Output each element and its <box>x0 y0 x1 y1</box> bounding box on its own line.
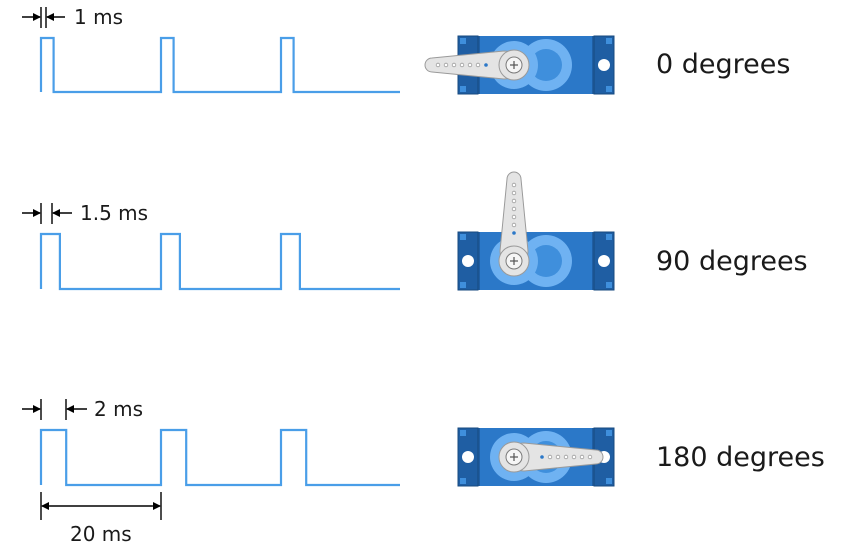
horn-hole <box>511 222 517 228</box>
period-dimension: 20 ms <box>40 492 162 545</box>
period-label: 20 ms <box>70 522 132 545</box>
horn-hole <box>547 454 553 460</box>
mount-notch <box>606 234 612 240</box>
pulse-width-label: 1.5 ms <box>80 201 148 225</box>
servo-horn <box>498 441 604 473</box>
mount-notch <box>460 478 466 484</box>
mount-notch <box>606 478 612 484</box>
horn-hole <box>511 198 517 204</box>
mount-notch <box>606 430 612 436</box>
servo-horn <box>424 49 530 81</box>
horn-hole <box>511 182 517 188</box>
pulse-width-dimension: 1.5 ms <box>22 201 148 225</box>
horn-hole <box>540 455 544 459</box>
mount-notch <box>460 430 466 436</box>
mount-notch <box>460 86 466 92</box>
row-180-deg: 2 ms 20 ms 180 degrees <box>22 397 825 545</box>
mount-hole-left <box>462 451 474 463</box>
mount-notch <box>460 282 466 288</box>
pwm-waveform <box>39 232 400 291</box>
pwm-waveform <box>39 428 400 487</box>
horn-hole <box>451 62 457 68</box>
mount-notch <box>606 86 612 92</box>
horn-hole <box>443 62 449 68</box>
mount-notch <box>460 234 466 240</box>
horn-hole <box>459 62 465 68</box>
servo-icon <box>424 35 615 95</box>
gear-housing-inner <box>530 245 562 277</box>
horn-hole <box>512 231 516 235</box>
row-0-deg: 1 ms 0 degrees <box>22 5 790 95</box>
pwm-waveform <box>39 36 400 94</box>
horn-hole <box>563 454 569 460</box>
mount-hole-right <box>598 59 610 71</box>
horn-hole <box>555 454 561 460</box>
pulse-width-label: 2 ms <box>94 397 143 421</box>
pulse-width-label: 1 ms <box>74 5 123 29</box>
horn-hole <box>511 190 517 196</box>
angle-label: 90 degrees <box>656 246 808 277</box>
gear-housing-inner <box>530 49 562 81</box>
pulse-width-dimension: 2 ms <box>22 397 143 421</box>
horn-hole <box>571 454 577 460</box>
pulse-width-dimension: 1 ms <box>22 5 123 29</box>
horn-hole <box>467 62 473 68</box>
mount-notch <box>460 38 466 44</box>
horn-hole <box>579 454 585 460</box>
servo-icon <box>457 427 615 487</box>
mount-notch <box>606 282 612 288</box>
row-90-deg: 1.5 ms 90 degrees <box>22 171 808 291</box>
horn-hole <box>511 214 517 220</box>
angle-label: 0 degrees <box>656 49 790 80</box>
horn-hole <box>475 62 481 68</box>
horn-hole <box>587 454 593 460</box>
mount-notch <box>606 38 612 44</box>
servo-horn <box>498 171 530 277</box>
horn-hole <box>511 206 517 212</box>
mount-hole-left <box>462 255 474 267</box>
horn-hole <box>435 62 441 68</box>
servo-icon <box>457 171 615 291</box>
mount-hole-right <box>598 255 610 267</box>
angle-label: 180 degrees <box>656 442 825 473</box>
horn-hole <box>484 63 488 67</box>
